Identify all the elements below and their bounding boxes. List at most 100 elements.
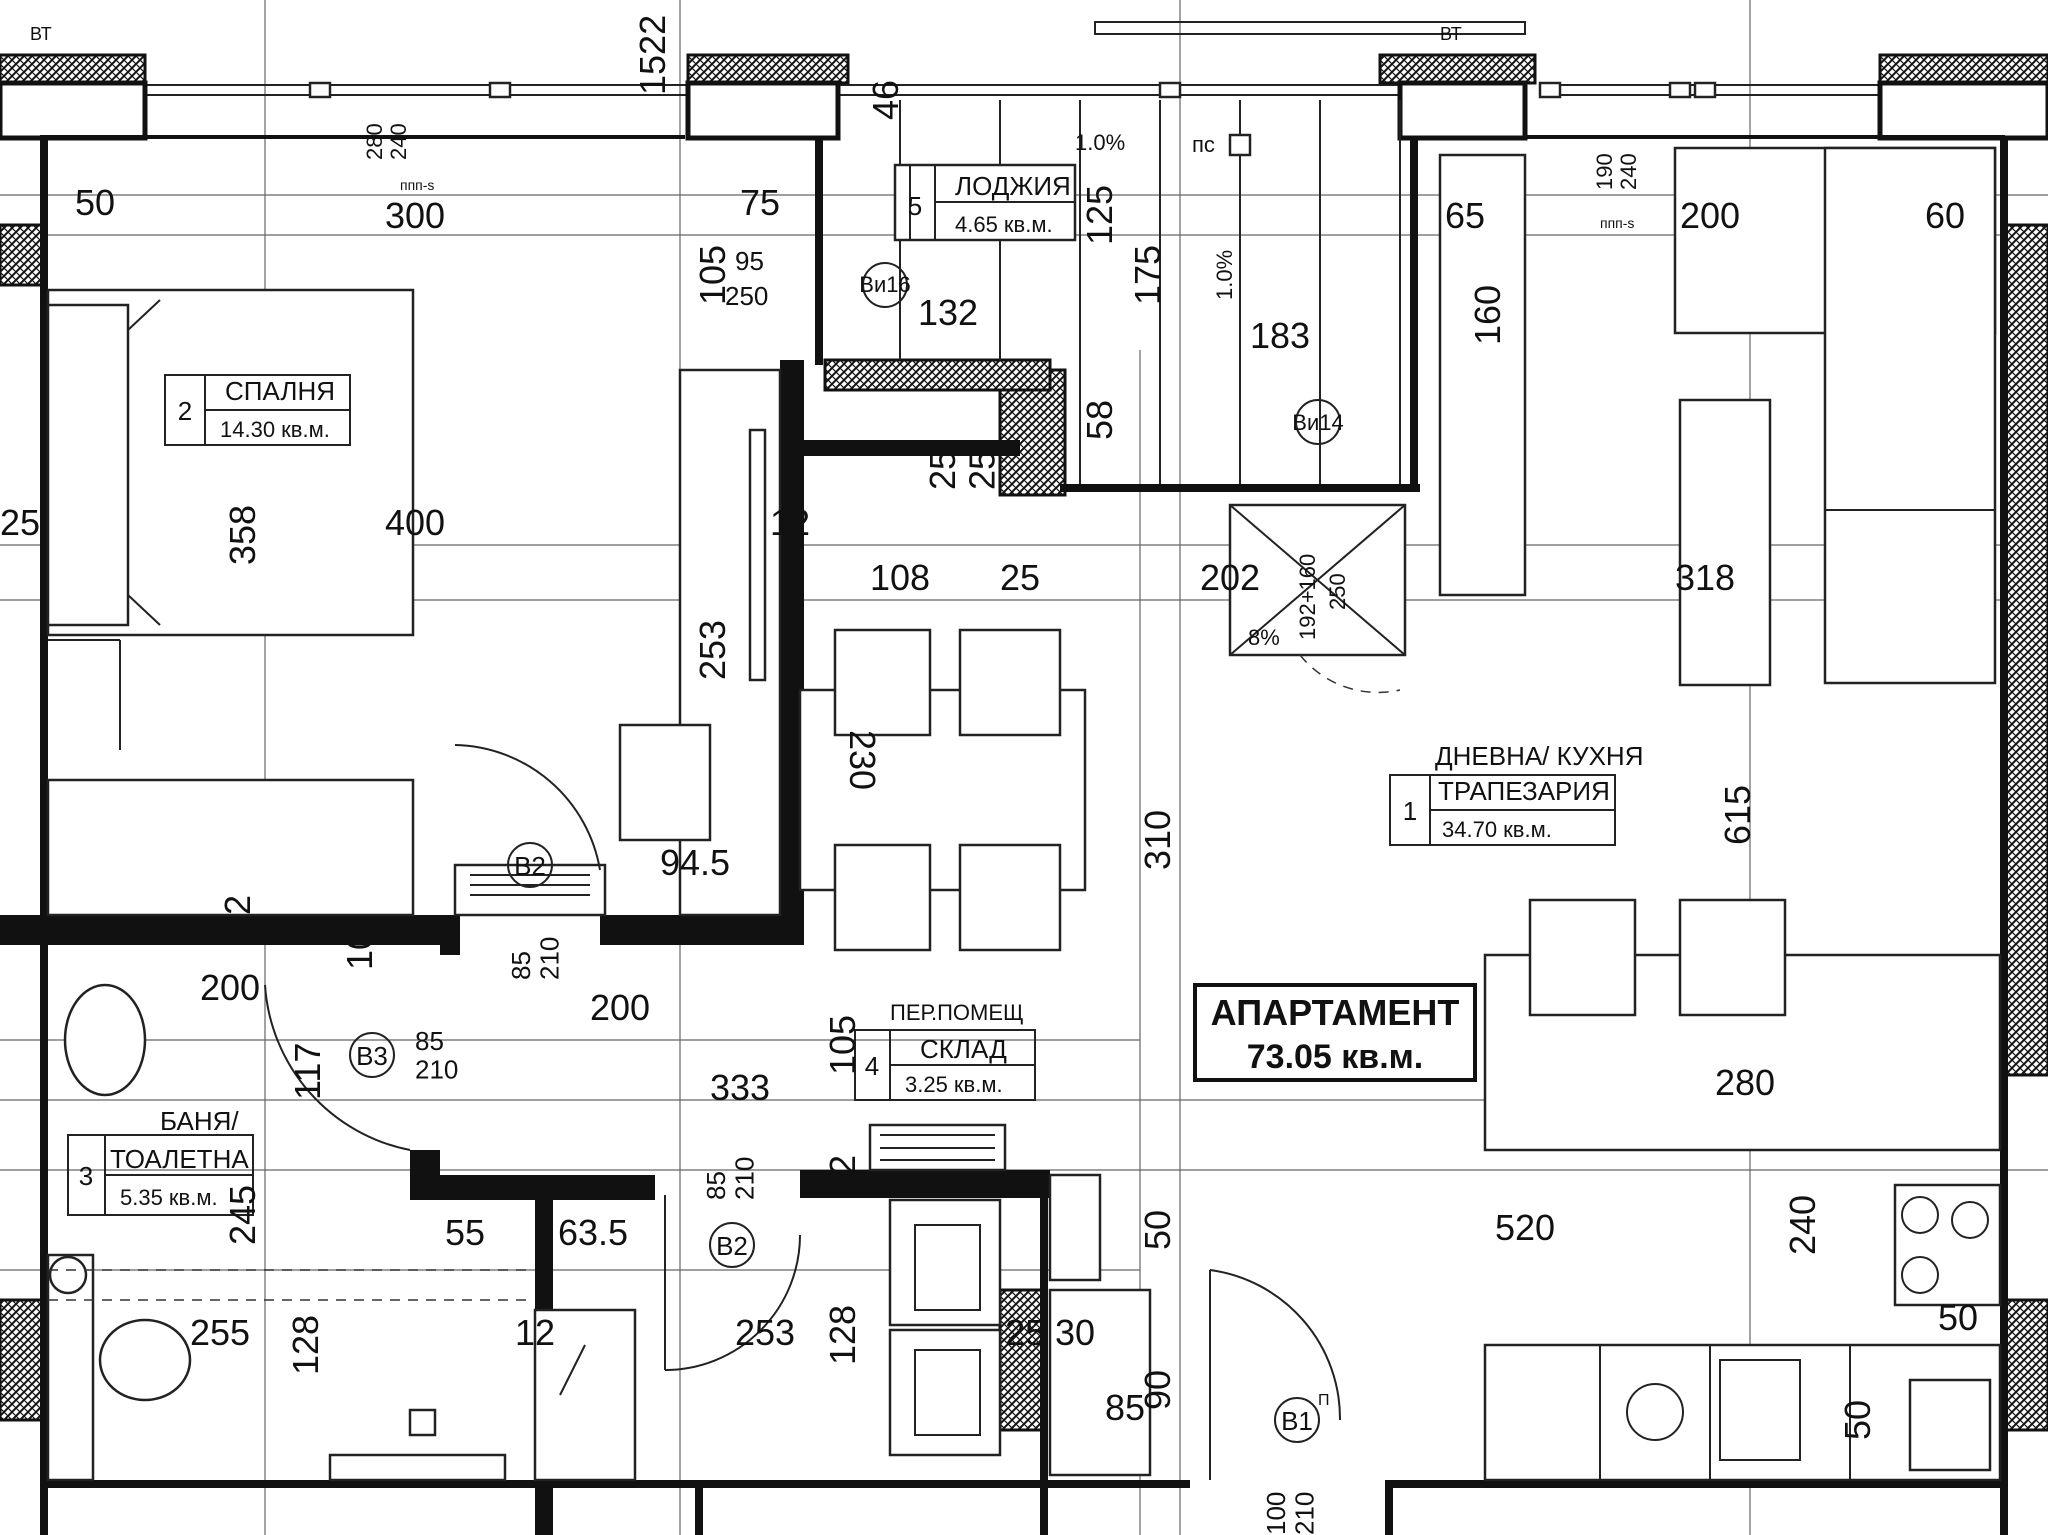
dim-160: 160 (1467, 285, 1508, 345)
room-bath-title1: БАНЯ/ (160, 1106, 239, 1136)
dim-300: 300 (385, 195, 445, 236)
door-b2a-label: В2 (514, 851, 546, 881)
dim-25a: 25 (0, 502, 40, 543)
dim-250b: 250 (1325, 573, 1350, 610)
dim-125: 125 (1079, 185, 1120, 245)
hatched-walls (0, 53, 2048, 1432)
apartment-label: АПАРТАМЕНТ (1211, 992, 1460, 1033)
dim-50c: 50 (1938, 1297, 1978, 1338)
dim-318: 318 (1675, 557, 1735, 598)
living-furniture (1228, 146, 1997, 694)
dim-46: 46 (865, 80, 906, 120)
dim-94-5: 94.5 (660, 842, 730, 883)
door-b3-marker (349, 1032, 395, 1078)
dim-253a: 253 (692, 620, 733, 680)
slope-8: 8% (1248, 625, 1280, 650)
dim-85: 85 (1105, 1387, 1145, 1428)
dim-ppp-right: ппп-s (1600, 215, 1634, 231)
dim-202: 202 (1200, 557, 1260, 598)
dim-85-210a: 85210 (506, 937, 565, 980)
bathroom-furniture (46, 983, 801, 1482)
door-b2-marker (507, 842, 553, 888)
dim-12a: 12 (770, 502, 810, 543)
room-living-number: 1 (1403, 796, 1417, 826)
vt-label-right: ВТ (1440, 24, 1462, 44)
door-b1-marker (1274, 1397, 1320, 1443)
window-vi16-marker (862, 262, 908, 308)
dim-200c: 200 (590, 987, 650, 1028)
dim-190-240: 190240 (1592, 153, 1641, 190)
dim-520: 520 (1495, 1207, 1555, 1248)
window-vi14-marker (1295, 399, 1341, 445)
room-bath-number: 3 (79, 1161, 93, 1191)
dim-280: 280 (1715, 1062, 1775, 1103)
dining-furniture (798, 628, 1087, 952)
dim-400: 400 (385, 502, 445, 543)
dim-58: 58 (1079, 400, 1120, 440)
dim-100-210: 100210 (1261, 1492, 1320, 1535)
room-storage-area: 3.25 кв.м. (905, 1072, 1003, 1097)
utility-furniture (868, 1123, 1342, 1480)
dim-ppp-left: ппп-s (400, 177, 434, 193)
apartment-area: 73.05 кв.м. (1247, 1038, 1424, 1076)
door-superscript-b1: П (1318, 1392, 1330, 1409)
dim-200a: 200 (1680, 195, 1740, 236)
top-windows (140, 21, 1880, 99)
loggia-pattern (893, 100, 1527, 597)
room-bedroom-title: СПАЛНЯ (225, 376, 335, 406)
dim-280-240: 280240 (362, 123, 411, 160)
door-markers (349, 262, 1341, 1443)
drain-label: пс (1192, 132, 1215, 157)
dim-310: 310 (1137, 810, 1178, 870)
dim-128a: 128 (285, 1315, 326, 1375)
dim-192-160: 192+160 (1295, 554, 1320, 640)
room-bedroom-number: 2 (178, 396, 192, 426)
room-loggia-title: ЛОДЖИЯ (955, 171, 1071, 201)
dim-50a: 50 (75, 182, 115, 223)
window-vi16-label: Ви16 (859, 272, 910, 297)
dim-50b: 50 (1137, 1210, 1178, 1250)
dim-50d: 50 (1837, 1400, 1878, 1440)
dim-63-5: 63.5 (558, 1212, 628, 1253)
room-loggia-area: 4.65 кв.м. (955, 212, 1053, 237)
door-b1-label: В1 (1281, 1406, 1313, 1436)
room-loggia-number: 5 (908, 191, 922, 221)
dim-65: 65 (1445, 195, 1485, 236)
dim-25-25: 2525 (922, 450, 1003, 490)
slope-2: 1.0% (1212, 250, 1237, 300)
dim-358: 358 (222, 505, 263, 565)
dim-55: 55 (445, 1212, 485, 1253)
dim-1522: 1522 (632, 15, 673, 95)
dim-25b: 25 (1000, 557, 1040, 598)
label-boxes (67, 164, 1616, 1216)
door-b2b-label: В2 (716, 1231, 748, 1261)
slope-1: 1.0% (1075, 130, 1125, 155)
room-storage-number: 4 (865, 1051, 879, 1081)
dim-333: 333 (710, 1067, 770, 1108)
room-living-title2: ТРАПЕЗАРИЯ (1438, 776, 1610, 806)
dim-175: 175 (1127, 245, 1168, 305)
dim-615: 615 (1717, 785, 1758, 845)
dim-12d: 12 (515, 1312, 555, 1353)
dim-60: 60 (1925, 195, 1965, 236)
room-living-area: 34.70 кв.м. (1442, 817, 1552, 842)
dim-105b: 105 (822, 1015, 863, 1075)
window-vi14-label: Ви14 (1292, 410, 1343, 435)
dim-95: 95 (735, 246, 764, 276)
dim-10: 10 (339, 930, 380, 970)
dim-245: 245 (222, 1185, 263, 1245)
dim-85-210c: 85210 (701, 1157, 760, 1200)
door-b3-label: В3 (356, 1041, 388, 1071)
dim-255: 255 (190, 1312, 250, 1353)
room-bath-title2: ТОАЛЕТНА (110, 1144, 249, 1174)
room-storage-title2: СКЛАД (920, 1034, 1007, 1064)
dim-30: 30 (1055, 1312, 1095, 1353)
door-b2b-marker (709, 1222, 755, 1268)
dim-132: 132 (918, 292, 978, 333)
dim-128b: 128 (822, 1305, 863, 1365)
vt-label-left: ВТ (30, 24, 52, 44)
dim-230: 230 (842, 730, 883, 790)
kitchen-furniture (1483, 898, 2002, 1482)
